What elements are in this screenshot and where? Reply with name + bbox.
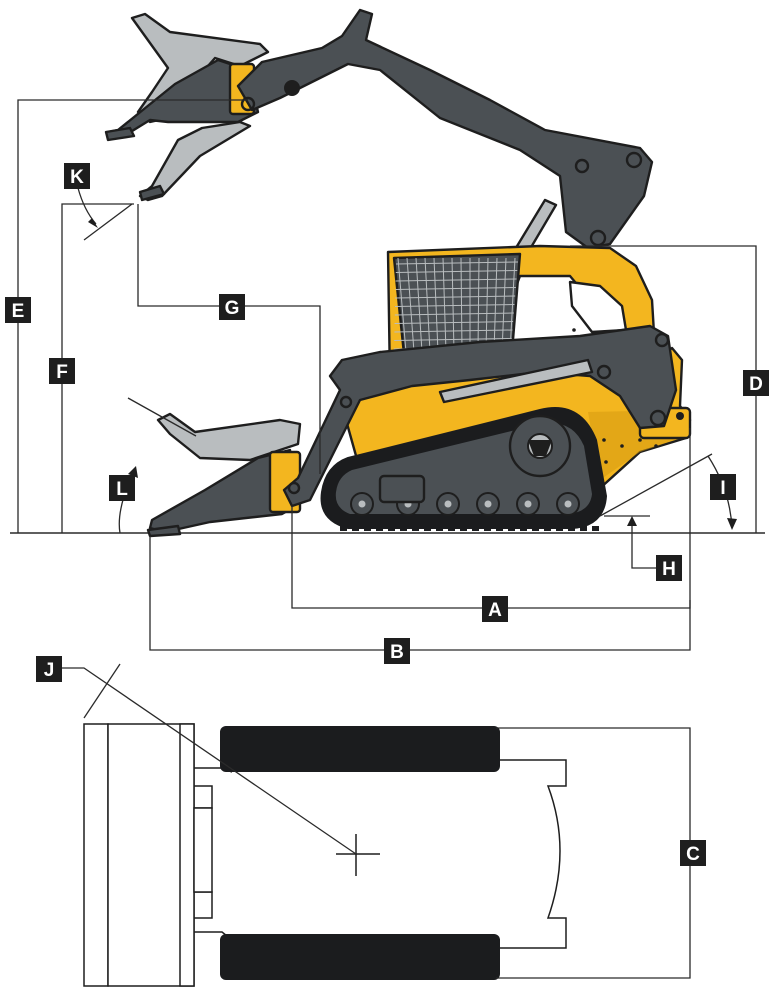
label-i: I — [710, 474, 736, 500]
cab-mesh — [392, 252, 522, 356]
label-g-text: G — [225, 298, 240, 319]
label-d: D — [743, 370, 769, 396]
raised-bucket-lower — [138, 120, 252, 202]
top-right-track — [220, 934, 500, 980]
lowered-bucket-cutting-edge — [146, 524, 182, 538]
lowered-arm-pin-front — [287, 481, 301, 495]
label-f-text: F — [56, 362, 68, 383]
label-i-text: I — [720, 478, 725, 499]
raised-arm-pin-upper — [625, 151, 643, 169]
raised-bucket-cutting-edge — [104, 126, 136, 142]
side-view — [10, 8, 765, 651]
label-g: G — [219, 294, 245, 320]
dimension-labels: A B C D E F G H — [5, 163, 769, 866]
top-left-track — [220, 726, 500, 772]
i-arrowhead — [727, 518, 737, 530]
lowered-arm-pin-upper — [654, 332, 670, 348]
label-j: J — [36, 656, 62, 682]
track-frame-box — [378, 474, 426, 504]
label-k-text: K — [70, 167, 84, 188]
raised-bucket-lower-edge — [138, 184, 166, 202]
lowered-bucket — [146, 412, 302, 538]
raised-arm-pivot — [284, 80, 300, 96]
road-wheels — [350, 492, 580, 516]
top-bucket-outer — [83, 723, 109, 987]
label-a: A — [482, 596, 508, 622]
label-h-text: H — [662, 559, 676, 580]
label-c-text: C — [686, 844, 700, 865]
track-assembly — [320, 407, 608, 531]
raised-arm-pin-tip — [240, 96, 256, 112]
top-quick-attach — [193, 807, 213, 893]
label-c: C — [680, 840, 706, 866]
track-lugs — [340, 526, 599, 531]
label-f: F — [49, 358, 75, 384]
top-chassis-outline — [496, 759, 567, 949]
raised-arm-pin-mid — [574, 158, 590, 174]
label-l: L — [109, 475, 135, 501]
drive-sprocket — [508, 414, 572, 478]
label-e-text: E — [12, 301, 25, 322]
lowered-arm-pin-link — [596, 364, 612, 380]
turning-center-crosshair — [336, 834, 380, 876]
label-j-text: J — [44, 660, 55, 681]
label-b-text: B — [390, 642, 404, 663]
h-arrowhead — [627, 516, 637, 526]
lowered-bucket-back — [156, 412, 302, 462]
lowered-arm-pin-mid — [339, 395, 353, 409]
label-b: B — [384, 638, 410, 664]
lowered-lift-arm — [282, 324, 678, 508]
label-e: E — [5, 297, 31, 323]
label-h: H — [656, 555, 682, 581]
raised-lift-arm-beam — [236, 8, 654, 250]
raised-arm-pin-lower — [589, 229, 607, 247]
rear-panel-bolt — [676, 412, 684, 420]
top-view — [58, 663, 691, 987]
lowered-lift-cylinder — [438, 358, 594, 404]
lowered-arm-pin-rear — [649, 409, 667, 427]
k-arrowhead — [88, 218, 98, 228]
top-bucket-wall — [179, 723, 195, 987]
label-l-text: L — [116, 479, 128, 500]
label-k: K — [64, 163, 90, 189]
label-a-text: A — [488, 600, 502, 621]
label-d-text: D — [749, 374, 763, 395]
